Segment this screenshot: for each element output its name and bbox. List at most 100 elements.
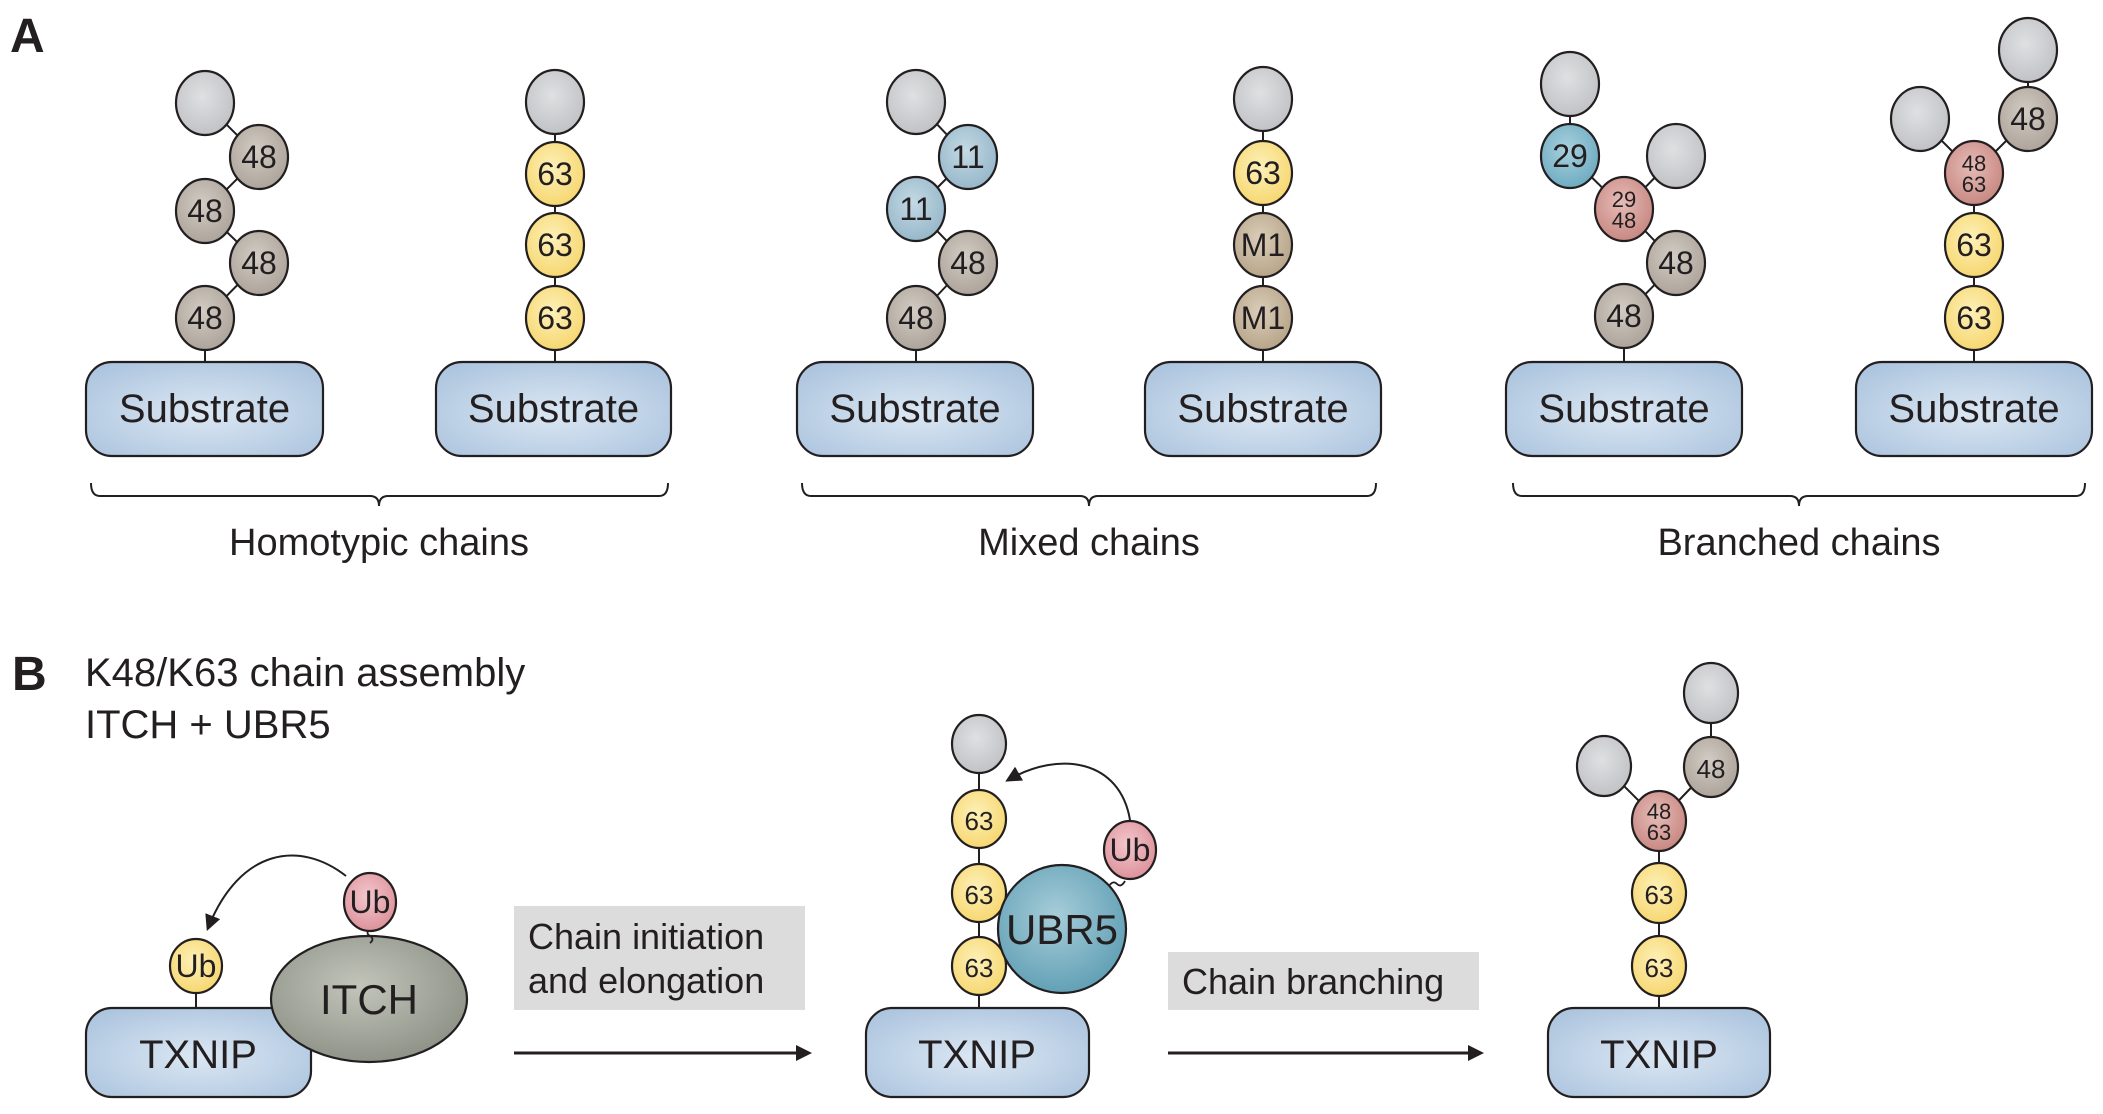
ubiquitin-k63: 63 [950, 788, 1008, 850]
ubiquitin-k48: 48 [1645, 229, 1707, 297]
substrate-box [1854, 360, 2094, 458]
ubiquitin-k48: 48 [885, 284, 947, 352]
group-label-branched: Branched chains [1657, 522, 1940, 564]
ubiquitin-k11: 11 [937, 123, 999, 191]
ub-label: Ub [1110, 832, 1151, 868]
linkage-label: 11 [951, 139, 984, 175]
ubiquitin-k63: 63 [1943, 211, 2005, 279]
linkage-label-bottom: 48 [1612, 208, 1636, 233]
linkage-label: 63 [965, 953, 994, 983]
panel-a: 48484848Substrate636363Substrate48481111… [84, 16, 2094, 458]
ubiquitin-k63: 63 [1630, 934, 1688, 998]
ubiquitin-km1: M1 [1232, 211, 1294, 279]
transfer-arrow-icon [205, 854, 347, 931]
panel-b-title-line1: K48/K63 chain assembly [85, 651, 525, 695]
transfer-arrow-icon [1005, 762, 1131, 821]
linkage-label: 63 [1645, 880, 1674, 910]
thioester-linker [1108, 880, 1126, 887]
linkage-label: 48 [1606, 298, 1642, 334]
substrate-box [1504, 360, 1744, 458]
panel-b-title-line2: ITCH + UBR5 [85, 703, 331, 747]
linkage-label-top: 48 [1647, 799, 1671, 824]
linkage-label: 63 [537, 300, 573, 336]
ubiquitin-km1: M1 [1232, 284, 1294, 352]
stage-1-itch-initiation: TXNIP ITCH Ub Ub [84, 854, 469, 1099]
substrate-label: Substrate [829, 387, 1000, 431]
ubiquitin-k63: 63 [1943, 284, 2005, 352]
linkage-label: 63 [1645, 953, 1674, 983]
txnip-label: TXNIP [139, 1033, 257, 1077]
linkage-label: 63 [537, 227, 573, 263]
txnip-label: TXNIP [918, 1033, 1036, 1077]
substrate-box [84, 360, 325, 458]
substrate-label: Substrate [1538, 387, 1709, 431]
linkage-label: 48 [898, 300, 934, 336]
distal-ubiquitin [174, 69, 236, 137]
ubiquitin-k29: 29 [1539, 122, 1601, 190]
distal-ubiquitin [950, 713, 1008, 775]
linkage-label: 48 [241, 245, 277, 281]
linkage-label: M1 [1241, 300, 1285, 336]
panel-b-letter: B [12, 648, 47, 701]
step-arrow-initiation-icon [514, 1045, 812, 1061]
ubiquitin-k63: 63 [1232, 139, 1294, 207]
linkage-label: 48 [2010, 101, 2046, 137]
ubiquitin-k48: 48 [1682, 735, 1740, 799]
substrate-box [1143, 360, 1383, 458]
ub-donor-ubr5: Ub [1102, 819, 1158, 881]
step-arrow-branching-icon [1168, 1045, 1484, 1061]
group-label-homotypic: Homotypic chains [229, 522, 529, 564]
distal-ubiquitin [524, 68, 586, 136]
step-box-initiation [514, 906, 805, 1010]
linkage-label: 48 [1658, 245, 1694, 281]
ubiquitin-k48: 48 [174, 284, 236, 352]
itch-label: ITCH [320, 976, 418, 1023]
distal-ubiquitin [1232, 65, 1294, 133]
group-bracket-branched [1512, 482, 2086, 507]
linkage-label: 29 [1552, 138, 1588, 174]
linkage-label: 63 [965, 880, 994, 910]
substrate-box [795, 360, 1035, 458]
linkage-label-bottom: 63 [1647, 820, 1671, 845]
linkage-label: 63 [1245, 155, 1281, 191]
distal-ubiquitin [1645, 122, 1707, 190]
substrate-label: Substrate [1888, 387, 2059, 431]
panel-b: TXNIP ITCH Ub Ub Chain initiation and el… [84, 661, 1772, 1099]
distal-ubiquitin [1889, 85, 1951, 153]
distal-ubiquitin [1682, 661, 1740, 725]
linkage-label: M1 [1241, 227, 1285, 263]
ubiquitin-k63: 63 [524, 284, 586, 352]
group-bracket-mixed [801, 482, 1377, 507]
ubiquitin-k48: 48 [174, 177, 236, 245]
group-bracket-homotypic [90, 482, 669, 507]
linkage-label: 63 [1956, 227, 1992, 263]
linkage-label-bottom: 63 [1962, 172, 1986, 197]
substrate-label: Substrate [119, 387, 290, 431]
linkage-label: 48 [187, 193, 223, 229]
distal-ubiquitin [1575, 734, 1633, 798]
linkage-label-top: 48 [1962, 151, 1986, 176]
txnip-label: TXNIP [1600, 1033, 1718, 1077]
ubiquitin-k63: 63 [524, 211, 586, 279]
ubiquitin-k63: 63 [950, 862, 1008, 924]
linkage-label-top: 29 [1612, 187, 1636, 212]
txnip-substrate-box [864, 1006, 1091, 1099]
group-label-mixed: Mixed chains [978, 522, 1200, 564]
step-branching-label: Chain branching [1182, 961, 1444, 1002]
ubiquitin-k63: 63 [1630, 861, 1688, 925]
distal-ubiquitin [885, 68, 947, 136]
step-initiation-line2: and elongation [528, 960, 764, 1001]
step-initiation-line1: Chain initiation [528, 916, 764, 957]
ub-label: Ub [176, 948, 217, 984]
linkage-label: 63 [965, 806, 994, 836]
ub-acceptor-txnip [168, 937, 224, 995]
